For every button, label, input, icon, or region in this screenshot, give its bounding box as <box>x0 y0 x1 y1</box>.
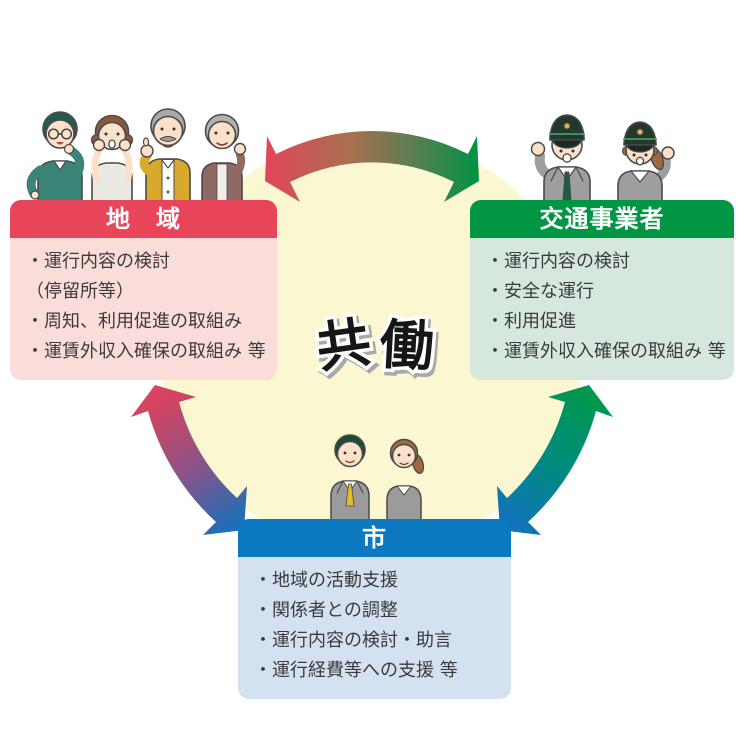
region-box-body: ・運行内容の検討 （停留所等） ・周知、利用促進の取組み ・運賃外収入確保の取組… <box>10 238 277 380</box>
arrow-region-operator <box>265 131 479 202</box>
center-title: 共 働 共 働 <box>309 307 441 387</box>
center-title-char1-shadow: 共 <box>315 313 377 383</box>
city-bullet-1: ・地域の活動支援 <box>254 570 398 591</box>
region-bullet-1: ・運行内容の検討 <box>26 251 170 272</box>
arrow-operator-city <box>497 385 613 535</box>
city-bullet-3: ・運行内容の検討・助言 <box>254 630 452 651</box>
operator-bullet-3: ・利用促進 <box>486 311 576 332</box>
city-box-body: ・地域の活動支援 ・関係者との調整 ・運行内容の検討・助言 ・運行経費等への支援… <box>238 557 511 699</box>
arrow-region-city <box>131 385 247 535</box>
region-bullet-1b: （停留所等） <box>26 281 134 302</box>
community-people-illustration <box>26 108 247 207</box>
center-title-char2: 働 <box>378 313 435 379</box>
city-bullet-4: ・運行経費等への支援 等 <box>254 660 458 681</box>
operator-bullet-4: ・運賃外収入確保の取組み 等 <box>486 341 726 362</box>
center-title-char2-shadow: 働 <box>380 316 437 382</box>
transit-operators-illustration <box>530 114 675 207</box>
operator-box-title: 交通事業者 <box>470 200 734 238</box>
city-box: 市 ・地域の活動支援 ・関係者との調整 ・運行内容の検討・助言 ・運行経費等への… <box>238 519 511 699</box>
operator-box: 交通事業者 ・運行内容の検討 ・安全な運行 ・利用促進 ・運賃外収入確保の取組み… <box>470 200 734 380</box>
operator-box-body: ・運行内容の検討 ・安全な運行 ・利用促進 ・運賃外収入確保の取組み 等 <box>470 238 734 380</box>
operator-bullet-1: ・運行内容の検討 <box>486 251 630 272</box>
city-officials-illustration <box>330 434 425 525</box>
center-title-char1: 共 <box>312 310 374 380</box>
region-bullet-2: ・周知、利用促進の取組み <box>26 311 242 332</box>
region-box-title: 地 域 <box>10 200 277 238</box>
region-bullet-3: ・運賃外収入確保の取組み 等 <box>26 341 266 362</box>
region-box: 地 域 ・運行内容の検討 （停留所等） ・周知、利用促進の取組み ・運賃外収入確… <box>10 200 277 380</box>
operator-bullet-2: ・安全な運行 <box>486 281 594 302</box>
city-box-title: 市 <box>238 519 511 557</box>
city-bullet-2: ・関係者との調整 <box>254 600 398 621</box>
